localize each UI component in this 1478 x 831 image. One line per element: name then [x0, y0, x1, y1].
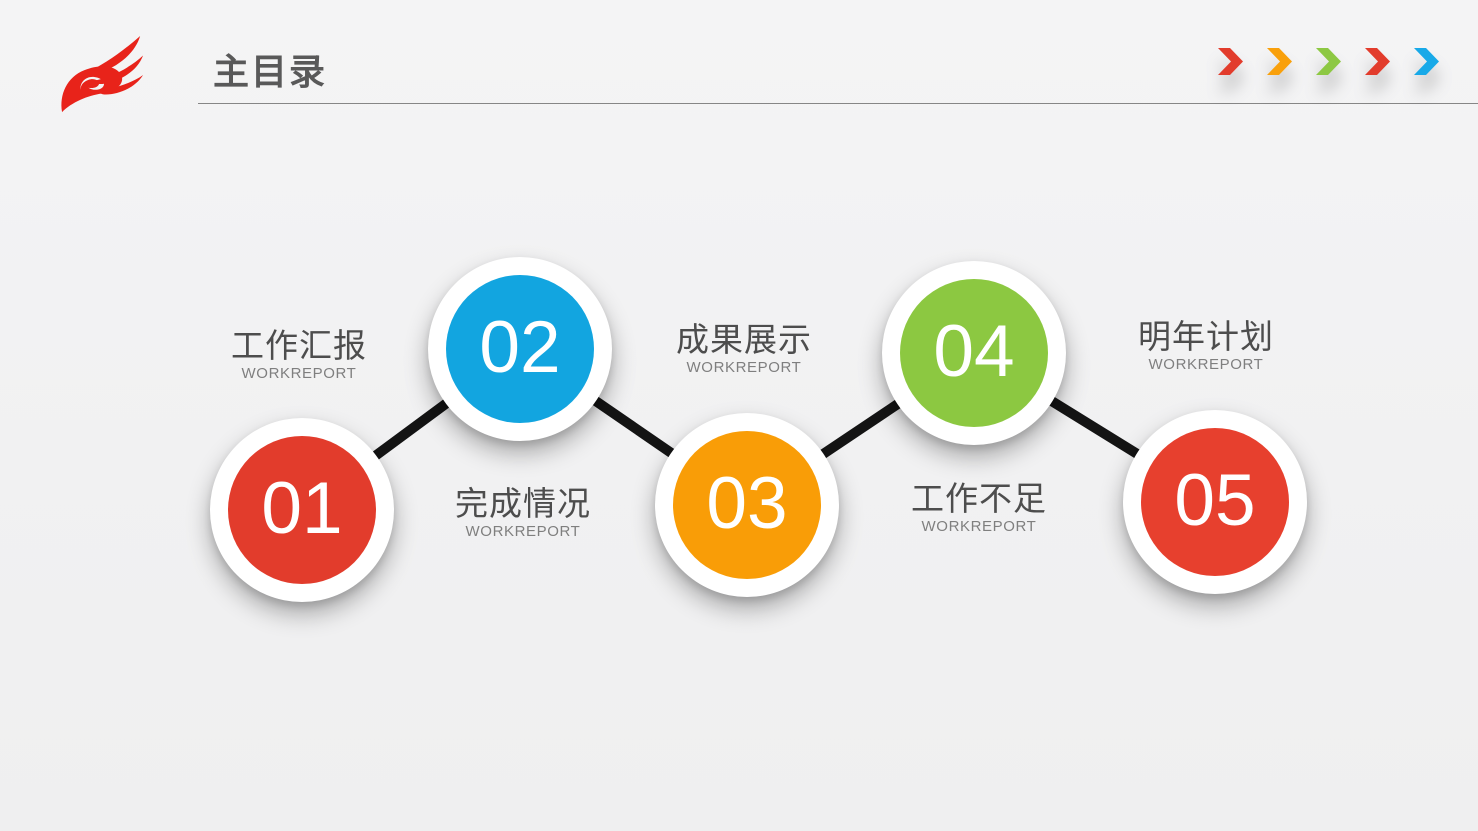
chevron-right-icon [1316, 48, 1341, 75]
toc-node-02-disc: 02 [446, 275, 594, 423]
toc-node-02-number: 02 [479, 306, 561, 388]
toc-label-02[interactable]: 完成情况 WORKREPORT [455, 486, 591, 542]
chevron-decoration [1218, 48, 1439, 75]
toc-node-04-number: 04 [933, 310, 1015, 392]
toc-label-02-title: 完成情况 [455, 485, 591, 522]
toc-node-05[interactable]: 05 [1123, 410, 1307, 594]
toc-label-05-title: 明年计划 [1138, 318, 1274, 355]
chevron-right-icon [1267, 48, 1292, 75]
toc-node-02[interactable]: 02 [428, 257, 612, 441]
toc-node-03[interactable]: 03 [655, 413, 839, 597]
toc-label-03-subtitle: WORKREPORT [686, 359, 802, 376]
toc-node-01[interactable]: 01 [210, 418, 394, 602]
chevron-right-icon [1365, 48, 1390, 75]
header-divider [198, 103, 1478, 104]
toc-label-04[interactable]: 工作不足 WORKREPORT [911, 481, 1047, 537]
toc-node-04[interactable]: 04 [882, 261, 1066, 445]
toc-node-01-disc: 01 [228, 436, 376, 584]
chevron-right-icon [1218, 48, 1243, 75]
toc-node-04-disc: 04 [900, 279, 1048, 427]
page-title: 主目录 [213, 51, 328, 92]
toc-node-05-number: 05 [1174, 459, 1256, 541]
toc-label-02-subtitle: WORKREPORT [465, 523, 581, 540]
phoenix-flame-logo-icon [61, 35, 144, 113]
toc-node-03-number: 03 [706, 462, 788, 544]
toc-label-04-subtitle: WORKREPORT [921, 518, 1037, 535]
toc-label-01-subtitle: WORKREPORT [241, 365, 357, 382]
toc-label-03-title: 成果展示 [676, 321, 812, 358]
toc-node-01-number: 01 [261, 467, 343, 549]
chevron-right-icon [1414, 48, 1439, 75]
toc-label-03[interactable]: 成果展示 WORKREPORT [676, 322, 812, 378]
toc-node-05-disc: 05 [1141, 428, 1289, 576]
toc-label-04-title: 工作不足 [911, 480, 1047, 517]
toc-node-03-disc: 03 [673, 431, 821, 579]
toc-label-05-subtitle: WORKREPORT [1148, 356, 1264, 373]
toc-label-01[interactable]: 工作汇报 WORKREPORT [231, 328, 367, 384]
toc-label-05[interactable]: 明年计划 WORKREPORT [1138, 319, 1274, 375]
toc-label-01-title: 工作汇报 [231, 327, 367, 364]
